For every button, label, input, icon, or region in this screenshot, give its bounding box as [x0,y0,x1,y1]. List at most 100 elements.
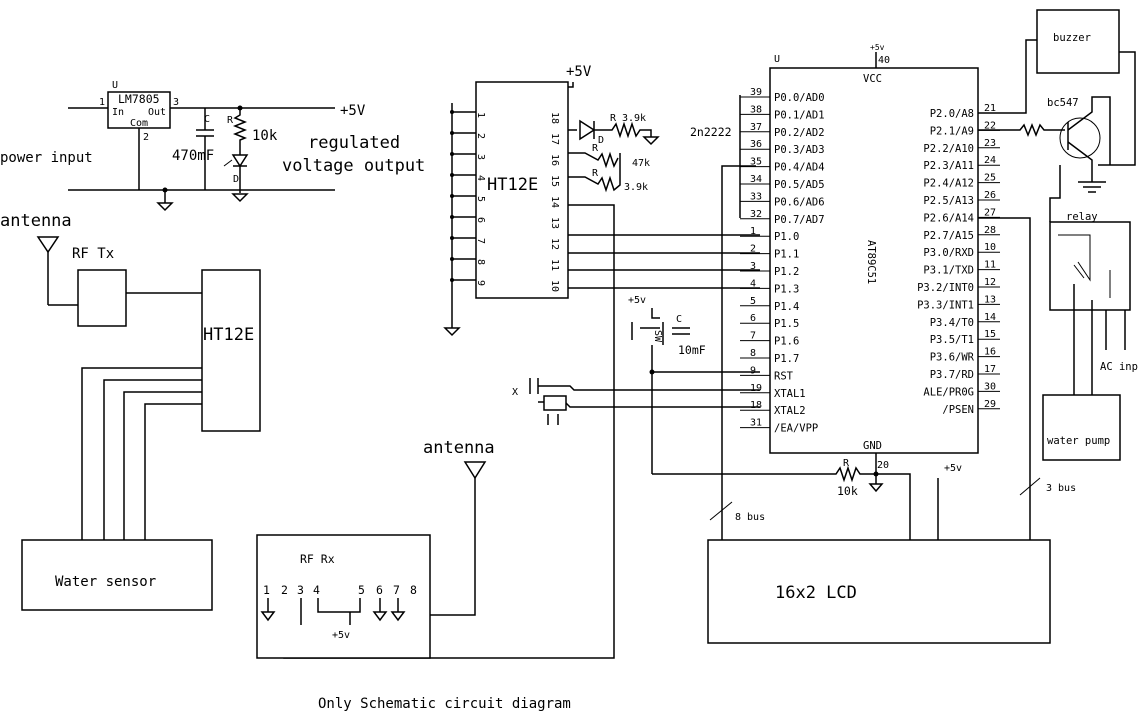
transistor-label: bc547 [1047,97,1079,109]
mcu-right-pin-number: 11 [984,260,996,271]
antenna-icon [463,461,487,480]
tx-encoder-label: HT12E [203,325,254,345]
mcu-right-pins: 21P2.0/A822P2.1/A923P2.2/A1024P2.3/A1125… [917,103,1000,416]
ic-led-icon [579,119,596,141]
reset-cap-ref: C [676,314,682,325]
ic-name: HT12E [487,175,538,195]
ht12e-ic-box [475,81,569,299]
mcu-left-pin-number: 35 [750,157,762,168]
ground-icon [231,193,249,203]
lcd-supply: +5v [944,463,962,474]
mcu-left-pin-name: P1.6 [774,336,799,348]
mcu-left-pin-number: 7 [750,331,756,342]
mcu-vcc: VCC [863,73,882,85]
mcu-gnd-pin: 20 [877,460,889,471]
resistor-10k [232,108,248,155]
mcu-right-pin-number: 17 [984,364,996,375]
power-supply-section: U LM7805 In Out Com 1 3 2 +5V power inpu… [0,80,425,212]
tx-antenna-label: antenna [0,211,72,231]
rx-pin-number: 5 [358,583,365,597]
mcu-right-pin-name: P3.3/INT1 [917,299,974,311]
rx-pin-number: 7 [393,583,400,597]
ic-r2-value: 47k [632,158,650,169]
mcu-right-pin-number: 22 [984,120,996,131]
bus8-label: 8 bus [735,512,765,523]
ground-icon [260,611,276,622]
mcu-left-pin-number: 37 [750,122,762,133]
ic-left-pin-number: 4 [475,175,486,181]
mcu-right-pin-number: 14 [984,312,996,323]
ic-left-pin-number: 5 [475,196,486,202]
ground-icon [156,202,174,212]
reset-cap-value: 10mF [678,343,706,357]
at89c51-chip [769,67,979,454]
output-section: buzzer bc547 relay AC inp water pump 16x… [707,9,1138,644]
mcu-left-pin-name: P1.7 [774,353,799,365]
mcu-right-pin-name: P3.4/T0 [930,317,974,329]
mcu-left-pin-number: 3 [750,261,756,272]
mcu-right-pin-name: P2.6/A14 [923,212,974,224]
mcu-right-pin-name: P2.3/A11 [923,160,974,172]
part-2n2222: 2n2222 [690,125,732,139]
regulator-ref: U [112,80,118,91]
antenna-icon [36,236,60,254]
water-pump-box [1042,394,1121,461]
relay-label: relay [1066,211,1098,223]
ic-left-pin-number: 2 [475,133,486,139]
regulator-pin-com: 2 [143,132,149,143]
ic-left-pin-number: 9 [475,280,486,286]
mcu-left-pin-number: 32 [750,209,762,220]
ic-r3-ref: R [592,168,599,179]
pot-value: 10k [837,484,858,498]
mcu-left-pin-number: 5 [750,296,756,307]
ic-right-pin-number: 18 [549,112,560,124]
buzzer-label: buzzer [1053,32,1091,44]
mcu-right-pin-number: 16 [984,347,996,358]
mcu-left-pin-name: XTAL2 [774,405,806,417]
mcu-left-pin-number: 34 [750,174,762,185]
lcd-16x2-box [707,539,1051,644]
mcu-ref: U [774,54,780,65]
ic-left-pin-number: 8 [475,259,486,265]
mcu-vcc-supply: +5v [870,43,885,52]
cap-ref: C [204,114,210,125]
ac-input-label: AC inp [1100,361,1138,373]
rx-pin-number: 6 [376,583,383,597]
mcu-right-pin-name: /PSEN [942,404,974,416]
mcu-left-pin-number: 36 [750,139,762,150]
ground-icon [443,327,461,337]
mcu-right-pin-number: 25 [984,173,996,184]
ic-right-pin-number: 16 [549,154,560,166]
mcu-right-pin-name: P2.1/A9 [930,125,974,137]
ic-r1-ref: R [610,113,617,124]
switch-ref: SW [652,330,663,343]
mcu-right-pin-name: P3.2/INT0 [917,282,974,294]
mcu-right-pin-number: 26 [984,190,996,201]
ic-right-pin-number: 10 [549,280,560,292]
mcu-right-pin-name: P2.4/A12 [923,178,974,190]
water-sensor-box [21,539,213,611]
mcu-left-pin-number: 9 [750,365,756,376]
regulator-out-label: Out [148,107,166,118]
rx-pin-number: 2 [281,583,288,597]
transmitter-section: antenna RF Tx HT12E Water sensor [0,211,261,611]
mcu-vcc-pin: 40 [878,55,890,66]
mcu-left-pin-name: P0.7/AD7 [774,214,825,226]
ground-icon [372,611,388,622]
crystal-icon [529,378,567,425]
ic-left-pin-number: 3 [475,154,486,160]
mcu-left-pin-name: P0.1/AD1 [774,109,825,121]
mcu-left-pin-number: 33 [750,191,762,202]
rx-supply: +5v [332,630,350,641]
mcu-left-pin-number: 19 [750,383,762,394]
pot-ref: R [843,458,850,469]
res-value: 10k [252,128,278,144]
ic-right-pin-number: 12 [549,238,560,250]
mcu-right-pin-name: P3.1/TXD [923,265,974,277]
regulated-label: regulated [308,133,400,153]
mcu-left-pin-number: 2 [750,244,756,255]
